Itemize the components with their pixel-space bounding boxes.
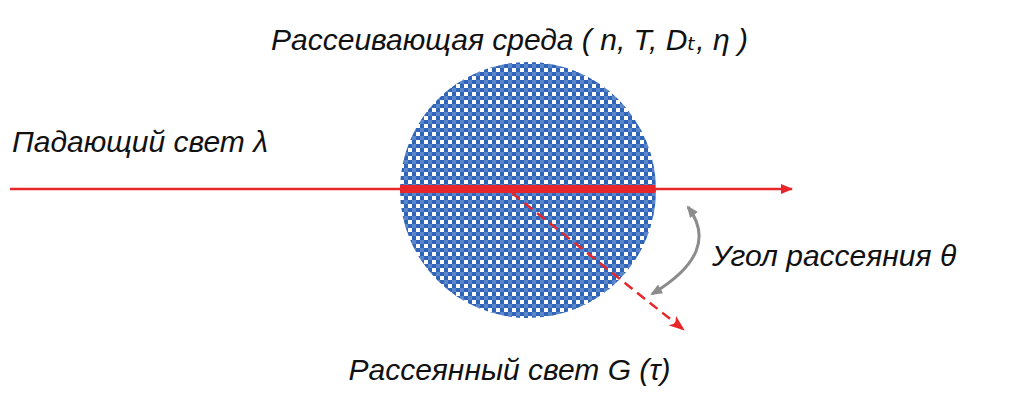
scattered-light-label: Рассеянный свет G (τ) (0, 352, 1019, 388)
scattered-beam (512, 193, 684, 330)
angle-arc (652, 207, 699, 294)
medium-title: Рассеивающая среда ( n, T, Dₜ, η ) (0, 22, 1019, 58)
incident-light-label: Падающий свет λ (12, 124, 268, 160)
incident-beam (10, 188, 792, 191)
scattering-medium (400, 62, 656, 318)
angle-label: Угол рассеяния θ (712, 238, 956, 274)
beam-in-medium (400, 185, 655, 193)
